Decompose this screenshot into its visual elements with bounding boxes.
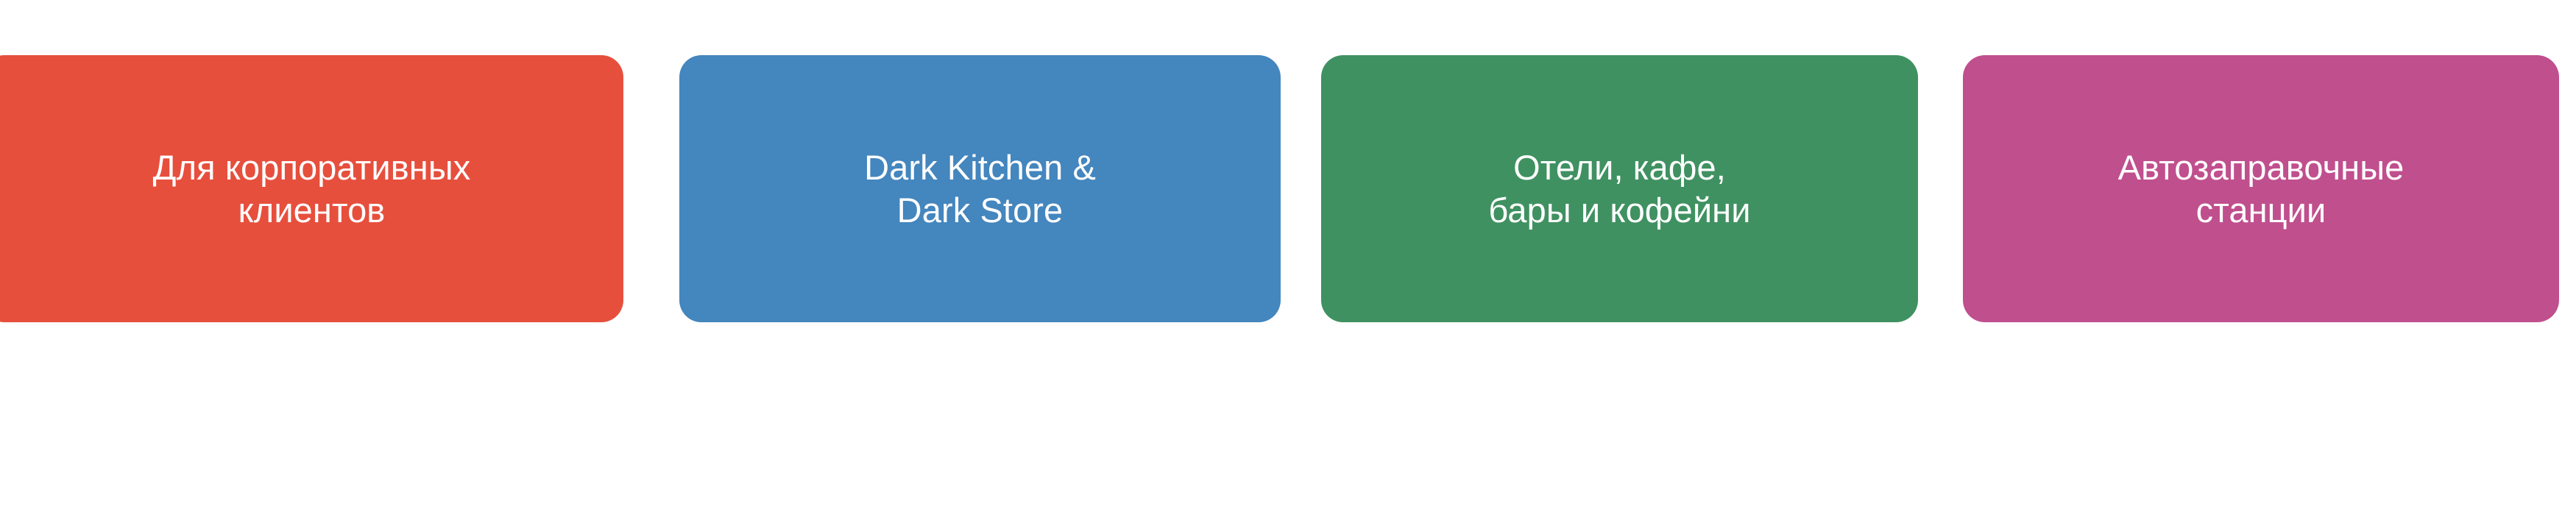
category-card-label: Для корпоративных клиентов (152, 148, 471, 230)
category-card-gas-stations[interactable]: Автозаправочные станции (1963, 55, 2559, 322)
category-card-dark-kitchen-dark-store[interactable]: Dark Kitchen & Dark Store (679, 55, 1281, 322)
category-card-hotels-cafes-bars-coffee[interactable]: Отели, кафе, бары и кофейни (1321, 55, 1918, 322)
category-card-row: Для корпоративных клиентов Dark Kitchen … (0, 55, 2576, 322)
category-card-label: Dark Kitchen & Dark Store (864, 148, 1096, 230)
category-card-label: Автозаправочные станции (2117, 148, 2405, 230)
category-card-label: Отели, кафе, бары и кофейни (1488, 148, 1751, 230)
category-card-corporate-clients[interactable]: Для корпоративных клиентов (0, 55, 623, 322)
